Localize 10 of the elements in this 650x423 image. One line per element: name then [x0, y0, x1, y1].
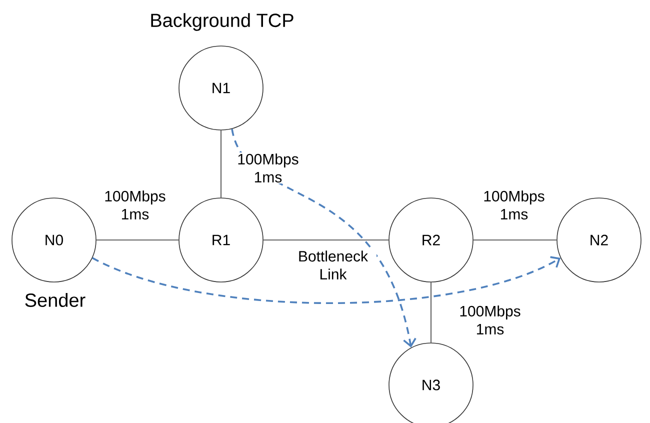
edge-label: 100Mbps 1ms — [232, 152, 304, 184]
edge-label: 100Mbps 1ms — [454, 304, 526, 336]
link-line — [220, 130, 222, 198]
node-caption: Background TCP — [151, 13, 294, 31]
arrow — [92, 256, 561, 304]
edge-label: Bottleneck Link — [290, 250, 376, 280]
edge-label: 100Mbps 1ms — [99, 190, 171, 220]
link-line — [430, 282, 432, 343]
node-caption: Sender — [25, 293, 86, 307]
edge-label: 100Mbps 1ms — [478, 190, 550, 220]
